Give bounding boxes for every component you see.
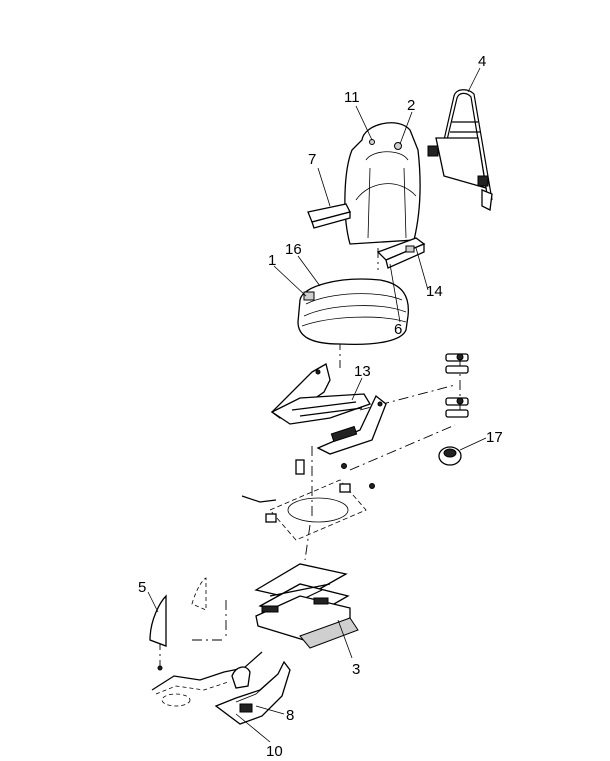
armrest-left bbox=[307, 203, 351, 229]
callout-4: 4 bbox=[478, 53, 486, 70]
callout-14: 14 bbox=[426, 283, 443, 300]
mounting-plate bbox=[241, 459, 375, 541]
callout-2: 2 bbox=[407, 97, 415, 114]
backrest-frame bbox=[427, 89, 493, 211]
suspension-base bbox=[254, 563, 359, 649]
callout-8: 8 bbox=[286, 707, 294, 724]
callout-1: 1 bbox=[268, 252, 276, 269]
seat-pan-frame bbox=[270, 363, 387, 455]
callout-5: 5 bbox=[138, 579, 146, 596]
callout-labels: 11 2 4 7 16 1 14 6 13 17 5 3 8 10 bbox=[138, 53, 503, 760]
cushion-lever-icon bbox=[303, 291, 315, 301]
callout-16: 16 bbox=[285, 241, 302, 258]
hardware-bolts bbox=[445, 353, 469, 418]
side-cover bbox=[149, 577, 207, 647]
armrest-right bbox=[376, 237, 426, 269]
callout-11: 11 bbox=[344, 89, 360, 106]
adjustment-knob bbox=[438, 446, 462, 466]
callout-13: 13 bbox=[354, 363, 371, 380]
leader-lines bbox=[147, 67, 487, 743]
callout-17: 17 bbox=[486, 429, 503, 446]
control-handle bbox=[151, 651, 291, 725]
callout-3: 3 bbox=[352, 661, 360, 678]
seat-back bbox=[344, 122, 421, 245]
callout-6: 6 bbox=[394, 321, 402, 338]
callout-10: 10 bbox=[266, 743, 283, 760]
seat-cushion bbox=[297, 278, 410, 346]
headrest-button-icon bbox=[394, 142, 402, 150]
callout-7: 7 bbox=[308, 151, 316, 168]
